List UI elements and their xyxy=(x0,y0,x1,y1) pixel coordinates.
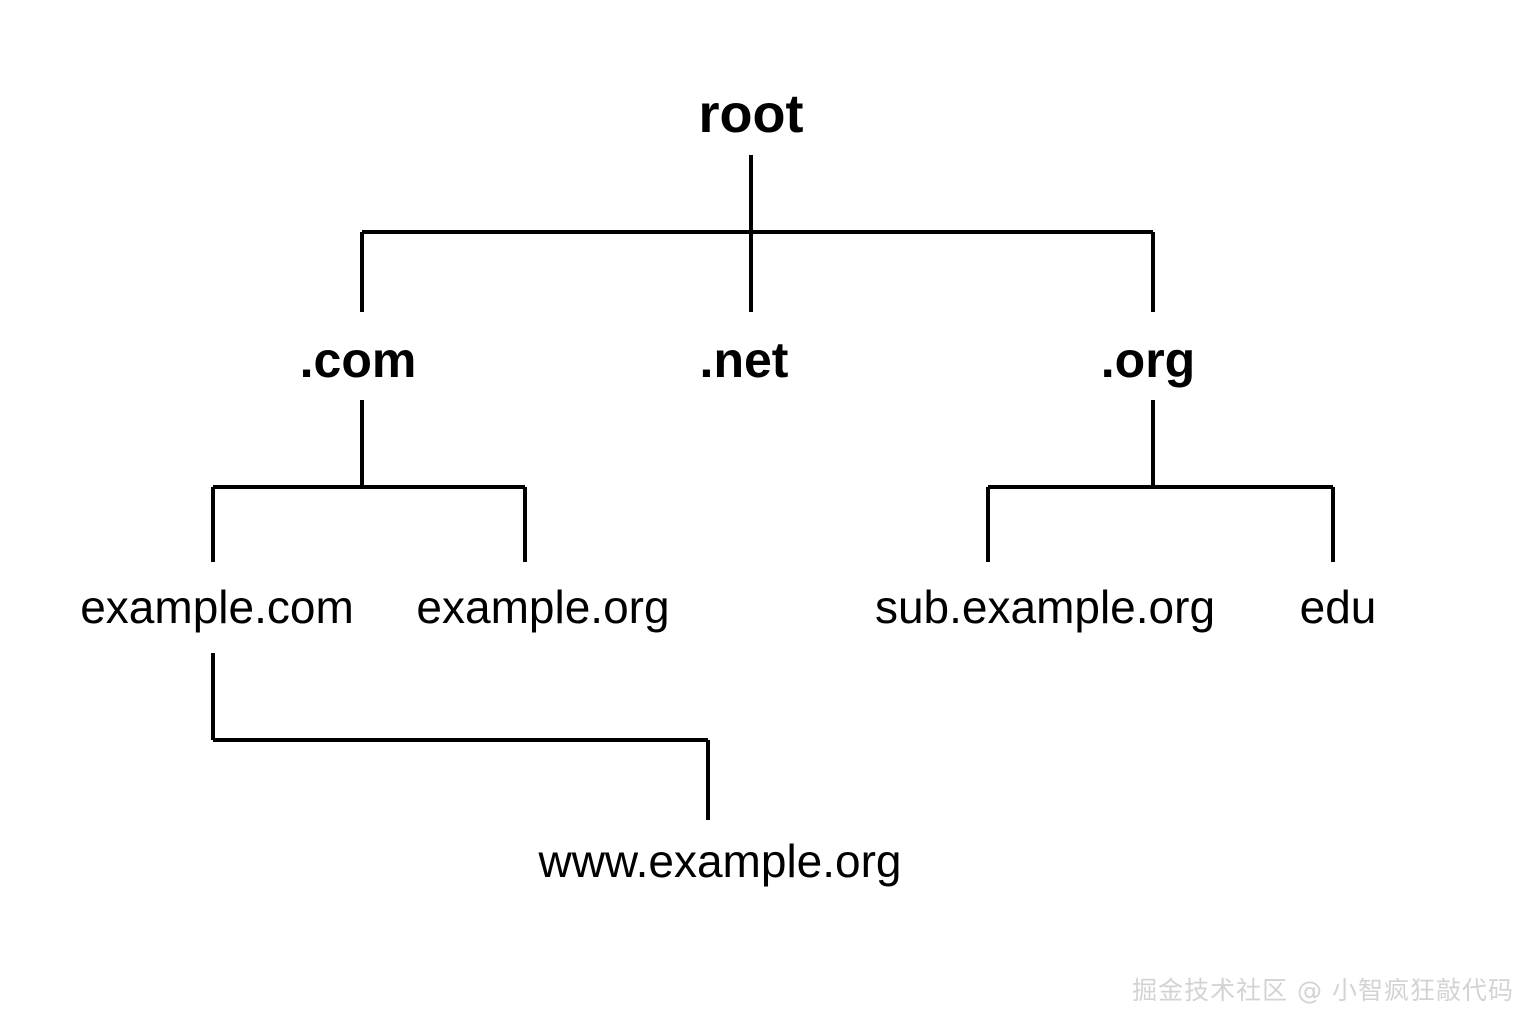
node-example-org[interactable]: example.org xyxy=(416,581,670,633)
node-www-example-org[interactable]: www.example.org xyxy=(538,835,902,887)
node-tld-com[interactable]: .com xyxy=(299,332,417,388)
node-sub-example-org[interactable]: sub.example.org xyxy=(874,581,1216,633)
node-tld-net[interactable]: .net xyxy=(699,332,789,388)
node-example-com[interactable]: example.com xyxy=(80,581,354,633)
node-edu[interactable]: edu xyxy=(1299,581,1377,633)
watermark-text: 掘金技术社区 @ 小智疯狂敲代码 xyxy=(1132,976,1514,1005)
node-tld-org[interactable]: .org xyxy=(1100,332,1196,388)
node-root[interactable]: root xyxy=(698,84,804,144)
